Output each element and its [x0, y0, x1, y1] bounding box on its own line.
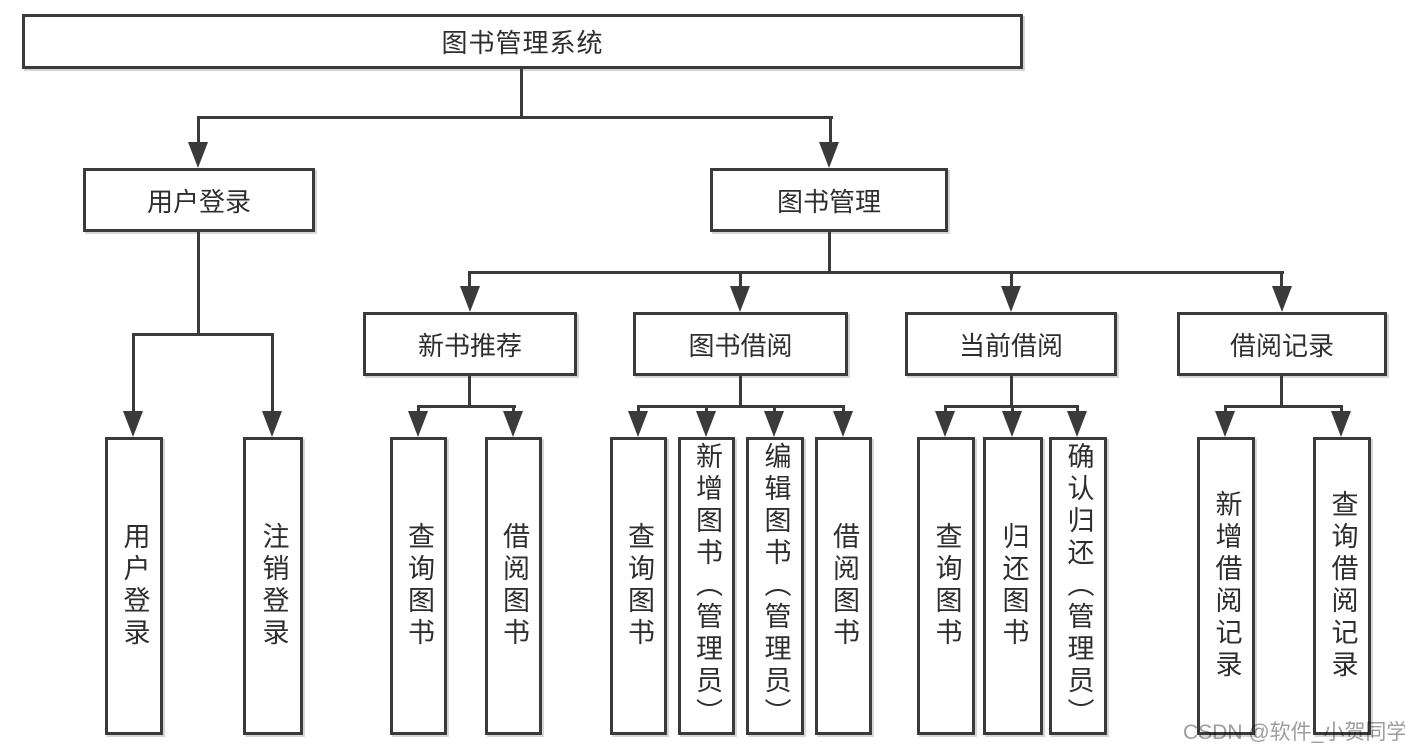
- leaf-records-add-record-label: 新增借阅记录: [1211, 490, 1242, 682]
- node-borrowing-records: 借阅记录: [1177, 312, 1387, 376]
- leaf-borrowing-edit-books-admin: 编辑图书（管理员）: [746, 437, 804, 735]
- arrow-down-icon: [460, 286, 480, 312]
- node-user-login: 用户登录: [83, 168, 315, 232]
- csdn-watermark: CSDN @软件_小贺同学: [1183, 721, 1405, 744]
- leaf-records-search-record: 查询借阅记录: [1313, 437, 1371, 735]
- arrow-down-icon: [188, 142, 208, 168]
- leaf-recommend-borrow-books-label: 借阅图书: [499, 522, 529, 650]
- node-new-book-recommendation-label: 新书推荐: [417, 330, 522, 361]
- leaf-borrowing-add-books-admin-label: 新增图书（管理员）: [692, 442, 722, 730]
- arrow-down-icon: [1067, 411, 1087, 437]
- leaf-logout-label: 注销登录: [258, 522, 289, 650]
- arrow-down-icon: [1215, 411, 1235, 437]
- arrow-down-icon: [628, 411, 648, 437]
- leaf-current-confirm-return-admin: 确认归还（管理员）: [1049, 437, 1107, 735]
- connector-line: [944, 405, 947, 414]
- node-root-label: 图书管理系统: [441, 28, 604, 58]
- leaf-borrowing-search-books-label: 查询图书: [624, 522, 654, 650]
- connector-line: [468, 271, 471, 287]
- leaf-borrowing-borrow-books: 借阅图书: [815, 437, 872, 735]
- node-current-borrowing-label: 当前借阅: [958, 330, 1063, 361]
- connector-line: [271, 333, 274, 411]
- node-book-borrowing: 图书借阅: [633, 312, 848, 376]
- leaf-records-search-record-label: 查询借阅记录: [1327, 490, 1358, 682]
- connector-line: [1280, 271, 1283, 287]
- connector-line: [842, 405, 845, 414]
- connector-line: [1011, 405, 1014, 414]
- leaf-current-search-books-label: 查询图书: [931, 522, 962, 650]
- leaf-user-login-label: 用户登录: [119, 522, 150, 650]
- arrow-down-icon: [696, 411, 716, 437]
- connector-line: [773, 405, 776, 414]
- node-root-system: 图书管理系统: [22, 14, 1023, 69]
- connector-line: [197, 116, 833, 119]
- arrow-down-icon: [1331, 411, 1351, 437]
- leaf-user-login: 用户登录: [105, 437, 163, 735]
- arrow-down-icon: [833, 411, 853, 437]
- arrow-down-icon: [503, 411, 523, 437]
- connector-line: [197, 232, 200, 335]
- leaf-borrowing-add-books-admin: 新增图书（管理员）: [678, 437, 735, 735]
- connector-line: [829, 116, 832, 144]
- arrow-down-icon: [1272, 286, 1292, 312]
- node-user-login-label: 用户登录: [146, 186, 251, 217]
- leaf-current-return-books: 归还图书: [983, 437, 1043, 735]
- node-book-borrowing-label: 图书借阅: [688, 330, 793, 361]
- connector-line: [1280, 376, 1283, 407]
- connector-line: [197, 116, 200, 144]
- leaf-borrowing-search-books: 查询图书: [610, 437, 667, 735]
- connector-line: [468, 376, 471, 407]
- arrow-down-icon: [819, 142, 839, 168]
- connector-line: [520, 69, 523, 119]
- arrow-down-icon: [408, 411, 428, 437]
- leaf-borrowing-borrow-books-label: 借阅图书: [829, 522, 859, 650]
- connector-line: [512, 405, 515, 414]
- connector-line: [637, 405, 845, 408]
- connector-line: [1224, 405, 1227, 414]
- arrow-down-icon: [1001, 286, 1021, 312]
- connector-line: [1340, 405, 1343, 414]
- node-book-management-label: 图书管理: [776, 186, 881, 217]
- connector-line: [637, 405, 640, 414]
- connector-line: [1224, 405, 1343, 408]
- leaf-recommend-search-books: 查询图书: [390, 437, 447, 735]
- leaf-logout: 注销登录: [243, 437, 303, 735]
- connector-line: [1010, 376, 1013, 407]
- leaf-current-search-books: 查询图书: [917, 437, 975, 735]
- connector-line: [739, 376, 742, 407]
- leaf-current-confirm-return-admin-label: 确认归还（管理员）: [1063, 442, 1094, 730]
- connector-line: [739, 271, 742, 287]
- leaf-current-return-books-label: 归还图书: [998, 522, 1029, 650]
- arrow-down-icon: [764, 411, 784, 437]
- arrow-down-icon: [123, 411, 143, 437]
- node-borrowing-records-label: 借阅记录: [1229, 330, 1334, 361]
- node-current-borrowing: 当前借阅: [905, 312, 1117, 376]
- leaf-borrowing-edit-books-admin-label: 编辑图书（管理员）: [760, 442, 791, 730]
- connector-line: [417, 405, 420, 414]
- connector-line: [1076, 405, 1079, 414]
- connector-line: [705, 405, 708, 414]
- arrow-down-icon: [730, 286, 750, 312]
- node-book-management: 图书管理: [710, 168, 948, 232]
- connector-line: [1010, 271, 1013, 287]
- arrow-down-icon: [935, 411, 955, 437]
- connector-line: [132, 333, 135, 411]
- arrow-down-icon: [1002, 411, 1022, 437]
- arrow-down-icon: [262, 411, 282, 437]
- node-new-book-recommendation: 新书推荐: [363, 312, 577, 376]
- connector-line: [417, 405, 516, 408]
- leaf-recommend-search-books-label: 查询图书: [404, 522, 434, 650]
- connector-line: [468, 271, 1284, 274]
- leaf-recommend-borrow-books: 借阅图书: [485, 437, 542, 735]
- connector-line: [132, 333, 274, 336]
- connector-line: [828, 232, 831, 273]
- leaf-records-add-record: 新增借阅记录: [1197, 437, 1255, 735]
